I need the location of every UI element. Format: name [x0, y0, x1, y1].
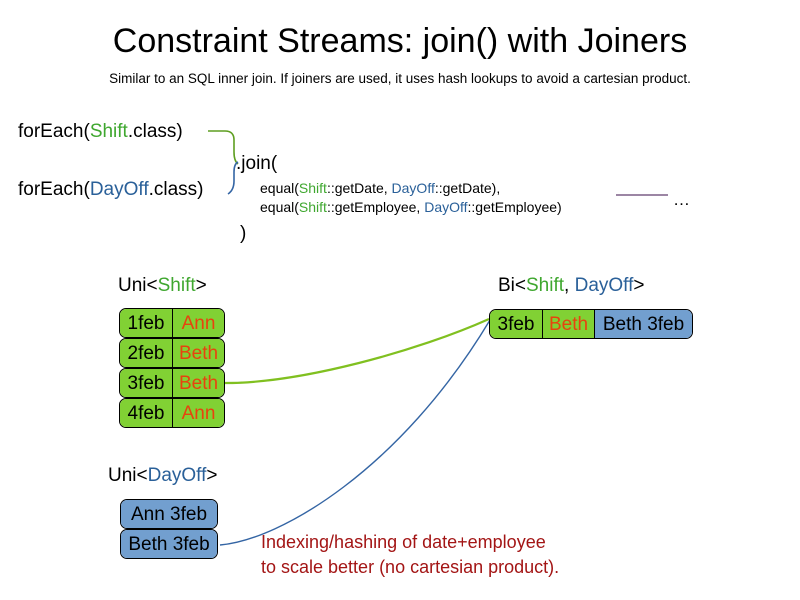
foreach-dayoff-prefix: forEach( — [18, 179, 90, 200]
table-row[interactable]: 2feb Beth — [119, 338, 225, 368]
uni-dayoff-label-prefix: Uni< — [108, 465, 148, 486]
label-bi-stream: Bi<Shift, DayOff> — [498, 274, 644, 298]
uni-shift-label-type: Shift — [157, 275, 196, 296]
cell-date: 1feb — [120, 309, 172, 337]
code-joiner-equal-date: equal(Shift::getDate, DayOff::getDate), — [260, 179, 500, 198]
cell-date: 4feb — [120, 399, 172, 427]
joiner2-prefix: equal( — [260, 199, 299, 215]
annotation-note: Indexing/hashing of date+employee to sca… — [261, 530, 559, 580]
slide-subtitle: Similar to an SQL inner join. If joiners… — [109, 71, 691, 86]
joiner1-right-type: DayOff — [391, 180, 435, 196]
bi-label-separator: , — [564, 275, 575, 296]
code-foreach-shift: forEach(Shift.class) — [18, 120, 183, 144]
code-join-open: .join( — [236, 153, 278, 174]
joiner1-prefix: equal( — [260, 180, 299, 196]
annotation-line-2: to scale better (no cartesian product). — [261, 557, 560, 577]
cell-employee: Beth — [172, 369, 224, 397]
table-row[interactable]: 3feb Beth — [119, 368, 225, 398]
uni-shift-label-suffix: > — [195, 275, 207, 296]
uni-shift-label-prefix: Uni< — [118, 275, 158, 296]
slide-title: Constraint Streams: join() with Joiners — [112, 22, 688, 60]
joiner2-right-type: DayOff — [424, 199, 468, 215]
bi-label-suffix: > — [633, 275, 645, 296]
foreach-dayoff-type: DayOff — [89, 179, 149, 200]
uni-dayoff-label-suffix: > — [206, 465, 218, 486]
label-uni-dayoff: Uni<DayOff> — [108, 464, 218, 488]
table-row[interactable]: 1feb Ann — [119, 308, 225, 338]
foreach-shift-suffix: .class) — [127, 121, 183, 142]
connector-uni-shift-to-bi — [221, 317, 490, 385]
cell-date: 2feb — [120, 339, 172, 367]
code-joiner-equal-employee: equal(Shift::getEmployee, DayOff::getEmp… — [260, 198, 562, 217]
cell-employee: Ann — [172, 309, 224, 337]
table-row[interactable]: 4feb Ann — [119, 398, 225, 428]
joiner1-left-type: Shift — [298, 180, 327, 196]
code-ellipsis: … — [673, 190, 690, 209]
foreach-shift-type: Shift — [89, 121, 128, 142]
foreach-shift-prefix: forEach( — [18, 121, 90, 142]
table-row[interactable]: Ann 3feb — [120, 499, 218, 529]
foreach-dayoff-suffix: .class) — [148, 179, 204, 200]
joiner1-right-method: ::getDate), — [434, 180, 501, 196]
table-row[interactable]: Beth 3feb — [120, 529, 218, 559]
code-foreach-dayoff: forEach(DayOff.class) — [18, 178, 204, 202]
connector-shift-to-join — [208, 130, 239, 165]
bi-label-type-1: Shift — [526, 275, 565, 296]
cell-employee: Beth — [172, 339, 224, 367]
joiner2-left-type: Shift — [298, 199, 327, 215]
cell-date: 3feb — [490, 310, 542, 338]
cell-dayoff: Ann 3feb — [121, 500, 217, 528]
code-join-close: ) — [240, 223, 247, 244]
uni-dayoff-label-type: DayOff — [147, 465, 207, 486]
bi-label-type-2: DayOff — [574, 275, 634, 296]
cell-employee: Beth — [542, 310, 594, 338]
table-row[interactable]: 3feb Beth Beth 3feb — [489, 309, 693, 339]
cell-dayoff: Beth 3feb — [121, 530, 217, 558]
cell-dayoff: Beth 3feb — [594, 310, 692, 338]
label-uni-shift: Uni<Shift> — [118, 274, 207, 298]
joiner2-left-method: ::getEmployee, — [326, 199, 425, 215]
bi-label-prefix: Bi< — [498, 275, 526, 296]
cell-date: 3feb — [120, 369, 172, 397]
annotation-line-1: Indexing/hashing of date+employee — [261, 532, 546, 552]
joiner2-right-method: ::getEmployee) — [467, 199, 562, 215]
connector-uni-dayoff-to-bi — [219, 319, 491, 546]
joiner1-left-method: ::getDate, — [326, 180, 392, 196]
cell-employee: Ann — [172, 399, 224, 427]
